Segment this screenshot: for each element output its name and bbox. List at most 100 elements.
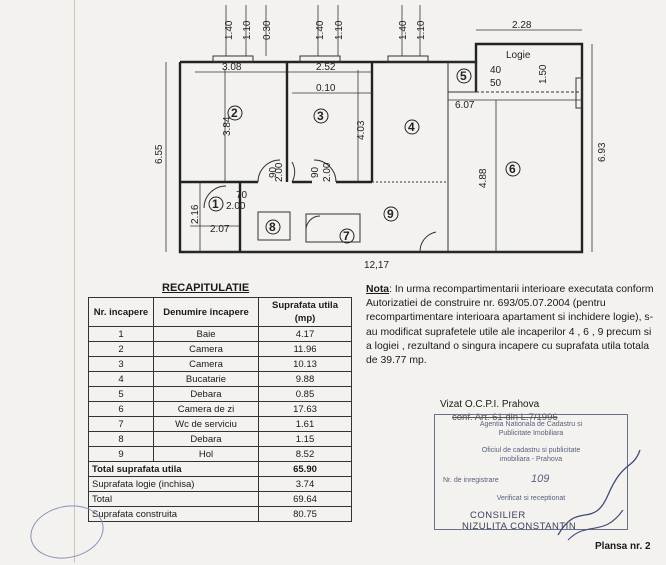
total-value: 69.64 — [258, 491, 352, 507]
room-3-number: 3 — [317, 109, 324, 123]
total-label: Suprafata logie (inchisa) — [88, 476, 259, 492]
dim-room3-height: 4.03 — [356, 120, 367, 140]
row-nr: 6 — [88, 401, 154, 417]
row-nr: 1 — [88, 326, 154, 342]
dim-room3-width: 2.52 — [316, 62, 336, 73]
table-row: 3 Camera 10.13 — [88, 356, 352, 372]
row-nr: 7 — [88, 416, 154, 432]
table-row: 1 Baie 4.17 — [88, 326, 352, 342]
dim-door-200a: 2.00 — [274, 162, 285, 182]
page-edge — [74, 0, 75, 563]
row-area: 8.52 — [258, 446, 352, 462]
row-name: Hol — [153, 446, 259, 462]
total-label: Suprafata construita — [88, 506, 259, 522]
dim-top-030: 0.30 — [262, 20, 273, 40]
room-6-number: 6 — [509, 162, 516, 176]
row-nr: 3 — [88, 356, 154, 372]
header-name: Denumire incapere — [153, 297, 259, 327]
dim-top-window1-a: 1.40 — [224, 20, 235, 40]
dim-total-width: 12,17 — [364, 260, 389, 271]
row-area: 1.61 — [258, 416, 352, 432]
dim-room6-width: 6.07 — [455, 100, 475, 111]
room-2-number: 2 — [231, 106, 238, 120]
table-row: 7 Wc de serviciu 1.61 — [88, 416, 352, 432]
table-row: 8 Debara 1.15 — [88, 431, 352, 447]
table-row: 4 Bucatarie 9.88 — [88, 371, 352, 387]
row-name: Camera de zi — [153, 401, 259, 417]
row-name: Baie — [153, 326, 259, 342]
consilier-name: NIZULITA CONSTANTIN — [462, 521, 577, 532]
row-area: 17.63 — [258, 401, 352, 417]
room-7-number: 7 — [343, 229, 350, 243]
room-1-number: 1 — [212, 197, 219, 211]
door-arcs — [203, 159, 437, 253]
row-nr: 5 — [88, 386, 154, 402]
dim-door-200b: 2.00 — [322, 162, 333, 182]
table-row: 9 Hol 8.52 — [88, 446, 352, 462]
room-9-number: 9 — [387, 207, 394, 221]
vizat-line: Vizat O.C.P.I. Prahova — [440, 399, 540, 410]
stamp-line3: Oficiul de cadastru si publicitate — [481, 447, 581, 454]
dim-door-90b: 90 — [310, 166, 321, 178]
total-value: 3.74 — [258, 476, 352, 492]
header-nr: Nr. incapere — [88, 297, 154, 327]
row-name: Bucatarie — [153, 371, 259, 387]
room-5-number: 5 — [460, 69, 467, 83]
total-value: 80.75 — [258, 506, 352, 522]
recap-table: Nr. incapere Denumire incapere Suprafata… — [88, 297, 352, 522]
dim-top-window2-b: 1.10 — [334, 20, 345, 40]
window-marks — [212, 55, 583, 109]
dim-top-window3-b: 1.10 — [416, 20, 427, 40]
consilier-title: CONSILIER — [470, 510, 526, 521]
row-name: Debara — [153, 386, 259, 402]
dim-room1-width: 2.07 — [210, 224, 230, 235]
total-row: Total suprafata utila 65.90 — [88, 461, 352, 477]
row-area: 0.85 — [258, 386, 352, 402]
table-row: 6 Camera de zi 17.63 — [88, 401, 352, 417]
row-area: 10.13 — [258, 356, 352, 372]
total-label: Total — [88, 491, 259, 507]
row-area: 11.96 — [258, 341, 352, 357]
dim-top-window3-a: 1.40 — [398, 20, 409, 40]
dim-door-90a: 90 — [268, 166, 279, 178]
dim-total-height-left: 6.55 — [154, 144, 165, 164]
note-label: Nota — [366, 284, 390, 295]
total-row: Suprafata construita 80.75 — [88, 506, 352, 522]
table-row: 5 Debara 0.85 — [88, 386, 352, 402]
room-markers: 1 2 3 4 5 6 7 8 9 — [208, 68, 521, 244]
dim-room2-width: 3.08 — [222, 62, 242, 73]
table-row: 2 Camera 11.96 — [88, 341, 352, 357]
logia-label: Logie — [506, 50, 531, 61]
row-area: 1.15 — [258, 431, 352, 447]
row-nr: 2 — [88, 341, 154, 357]
dim-room1-70: 70 — [236, 190, 248, 201]
stamp-line4: imobiliara - Prahova — [499, 456, 563, 463]
total-row: Total 69.64 — [88, 491, 352, 507]
room-8-number: 8 — [269, 220, 276, 234]
row-name: Wc de serviciu — [153, 416, 259, 432]
dim-total-height-right: 6.93 — [597, 142, 608, 162]
stamp-reg-label: Nr. de inregistrare — [443, 477, 499, 484]
recap-header-row: Nr. incapere Denumire incapere Suprafata… — [88, 297, 352, 327]
row-name: Debara — [153, 431, 259, 447]
signature — [557, 449, 641, 541]
dim-room2-height: 3.84 — [222, 116, 233, 136]
ocpi-stamp: Agentia Nationala de Cadastru si Publici… — [434, 414, 628, 530]
dim-logia-50: 50 — [490, 78, 502, 89]
dim-top-window2-a: 1.40 — [315, 20, 326, 40]
stamp-line1: Agentia Nationala de Cadastru si — [479, 421, 583, 428]
dim-logia-40: 40 — [490, 65, 502, 76]
stamp-line2: Publicitate Imobiliara — [498, 430, 564, 437]
sheet-number: Plansa nr. 2 — [595, 541, 651, 552]
dim-room1-height: 2.16 — [190, 204, 201, 224]
row-name: Camera — [153, 356, 259, 372]
row-area: 4.17 — [258, 326, 352, 342]
row-area: 9.88 — [258, 371, 352, 387]
dim-logia-width: 2.28 — [512, 20, 532, 31]
row-nr: 8 — [88, 431, 154, 447]
note-paragraph: Nota: In urma recompartimentarii interio… — [366, 283, 656, 368]
stamp-checked: Verificat si receptionat — [496, 495, 566, 502]
dim-room6-height: 4.88 — [478, 168, 489, 188]
dim-logia-height: 1.50 — [538, 64, 549, 84]
row-nr: 4 — [88, 371, 154, 387]
